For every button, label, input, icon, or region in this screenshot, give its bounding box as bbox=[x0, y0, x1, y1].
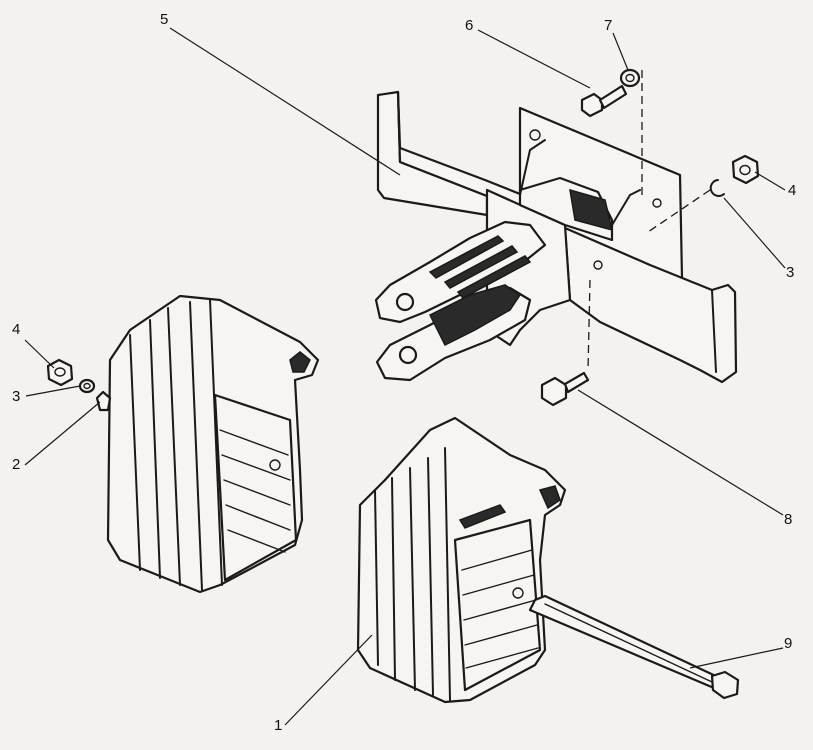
callout-8: 8 bbox=[784, 511, 793, 528]
callout-1: 1 bbox=[274, 717, 283, 734]
bolt-6 bbox=[580, 84, 628, 118]
stud-2 bbox=[95, 390, 112, 412]
washer-3-left bbox=[78, 378, 96, 394]
weight-left bbox=[106, 294, 320, 594]
callout-2: 2 bbox=[12, 456, 21, 473]
lock-washer-3-right bbox=[709, 179, 725, 197]
washer-7 bbox=[619, 68, 641, 88]
leader-lines bbox=[24, 27, 786, 726]
callout-3-left: 3 bbox=[12, 388, 21, 405]
callout-3-right: 3 bbox=[786, 264, 795, 281]
assembly-line-8 bbox=[587, 279, 591, 371]
callout-4-left: 4 bbox=[12, 321, 21, 338]
callout-7: 7 bbox=[604, 17, 613, 34]
long-bolt-9 bbox=[528, 594, 740, 700]
weight-front bbox=[356, 416, 567, 704]
callout-6: 6 bbox=[465, 17, 474, 34]
nut-4-right bbox=[731, 154, 760, 185]
bolt-8 bbox=[540, 371, 590, 407]
nut-4-left bbox=[46, 358, 74, 387]
callout-9: 9 bbox=[784, 635, 793, 652]
callout-5: 5 bbox=[160, 11, 169, 28]
callout-4-right: 4 bbox=[788, 182, 797, 199]
weight-bracket bbox=[374, 90, 738, 384]
